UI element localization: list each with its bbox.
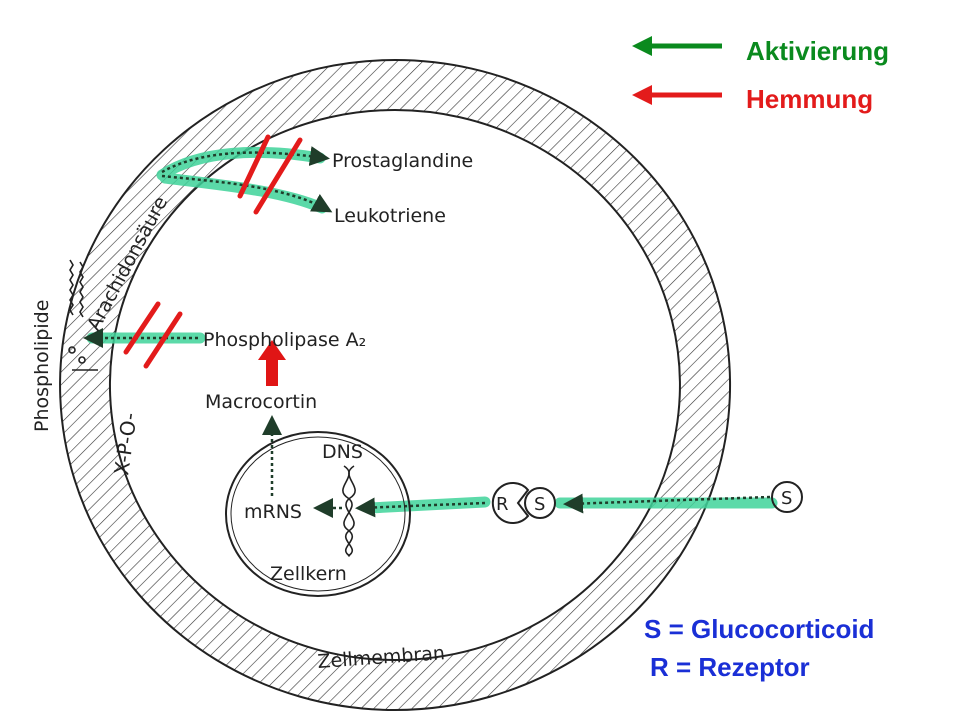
dns-label: DNS [322, 441, 363, 463]
receptor-letter: R [496, 494, 509, 515]
legend-inhibition-arrow [632, 85, 722, 105]
phospholipid-chain [68, 259, 98, 371]
macrocortin-label: Macrocortin [205, 391, 317, 413]
legend-activation-arrow [632, 36, 722, 56]
bound-steroid-letter: S [534, 494, 545, 515]
highlight-to-leukotriene [159, 172, 328, 214]
free-steroid-shape [771, 481, 803, 513]
receptor-complex [491, 482, 556, 524]
nucleus-outline-inner [230, 436, 406, 592]
macrocortin-inhibits-phospholipase-arrow [258, 340, 286, 386]
definition-r: R = Rezeptor [650, 652, 810, 682]
free-steroid-letter: S [781, 488, 792, 509]
cell-membrane-ring [59, 59, 731, 711]
xpo-label: X-P-O- [109, 411, 142, 477]
inhibition-mark-phospholipase-1 [123, 301, 161, 355]
definition-s: S = Glucocorticoid [644, 614, 874, 644]
phospholipide-label: Phospholipide [31, 300, 53, 432]
zellkern-label: Zellkern [270, 563, 347, 585]
inhibition-marks [123, 134, 303, 369]
arrow-receptor-to-dns [355, 497, 486, 518]
arrow-steroid-to-receptor [563, 493, 771, 514]
inhibition-mark-eicosanoids-2 [253, 137, 303, 215]
mrns-label: mRNS [244, 501, 302, 523]
legend-inhibition-label: Hemmung [746, 84, 873, 114]
pathway-arrows [83, 146, 771, 518]
arrow-to-leukotriene [161, 174, 333, 213]
inhibition-mark-phospholipase-2 [143, 311, 183, 369]
receptor-shape [491, 482, 530, 524]
prostaglandine-label: Prostaglandine [332, 150, 473, 172]
nucleus-outline [225, 431, 411, 597]
leukotriene-label: Leukotriene [334, 205, 446, 227]
phospholipase-label: Phospholipase A₂ [203, 329, 366, 351]
arrow-to-prostaglandine [161, 146, 330, 174]
dna-helix [342, 465, 356, 557]
legend-activation-label: Aktivierung [746, 36, 889, 66]
inhibition-mark-eicosanoids-1 [237, 134, 271, 199]
steroid-bound-shape [524, 487, 556, 519]
